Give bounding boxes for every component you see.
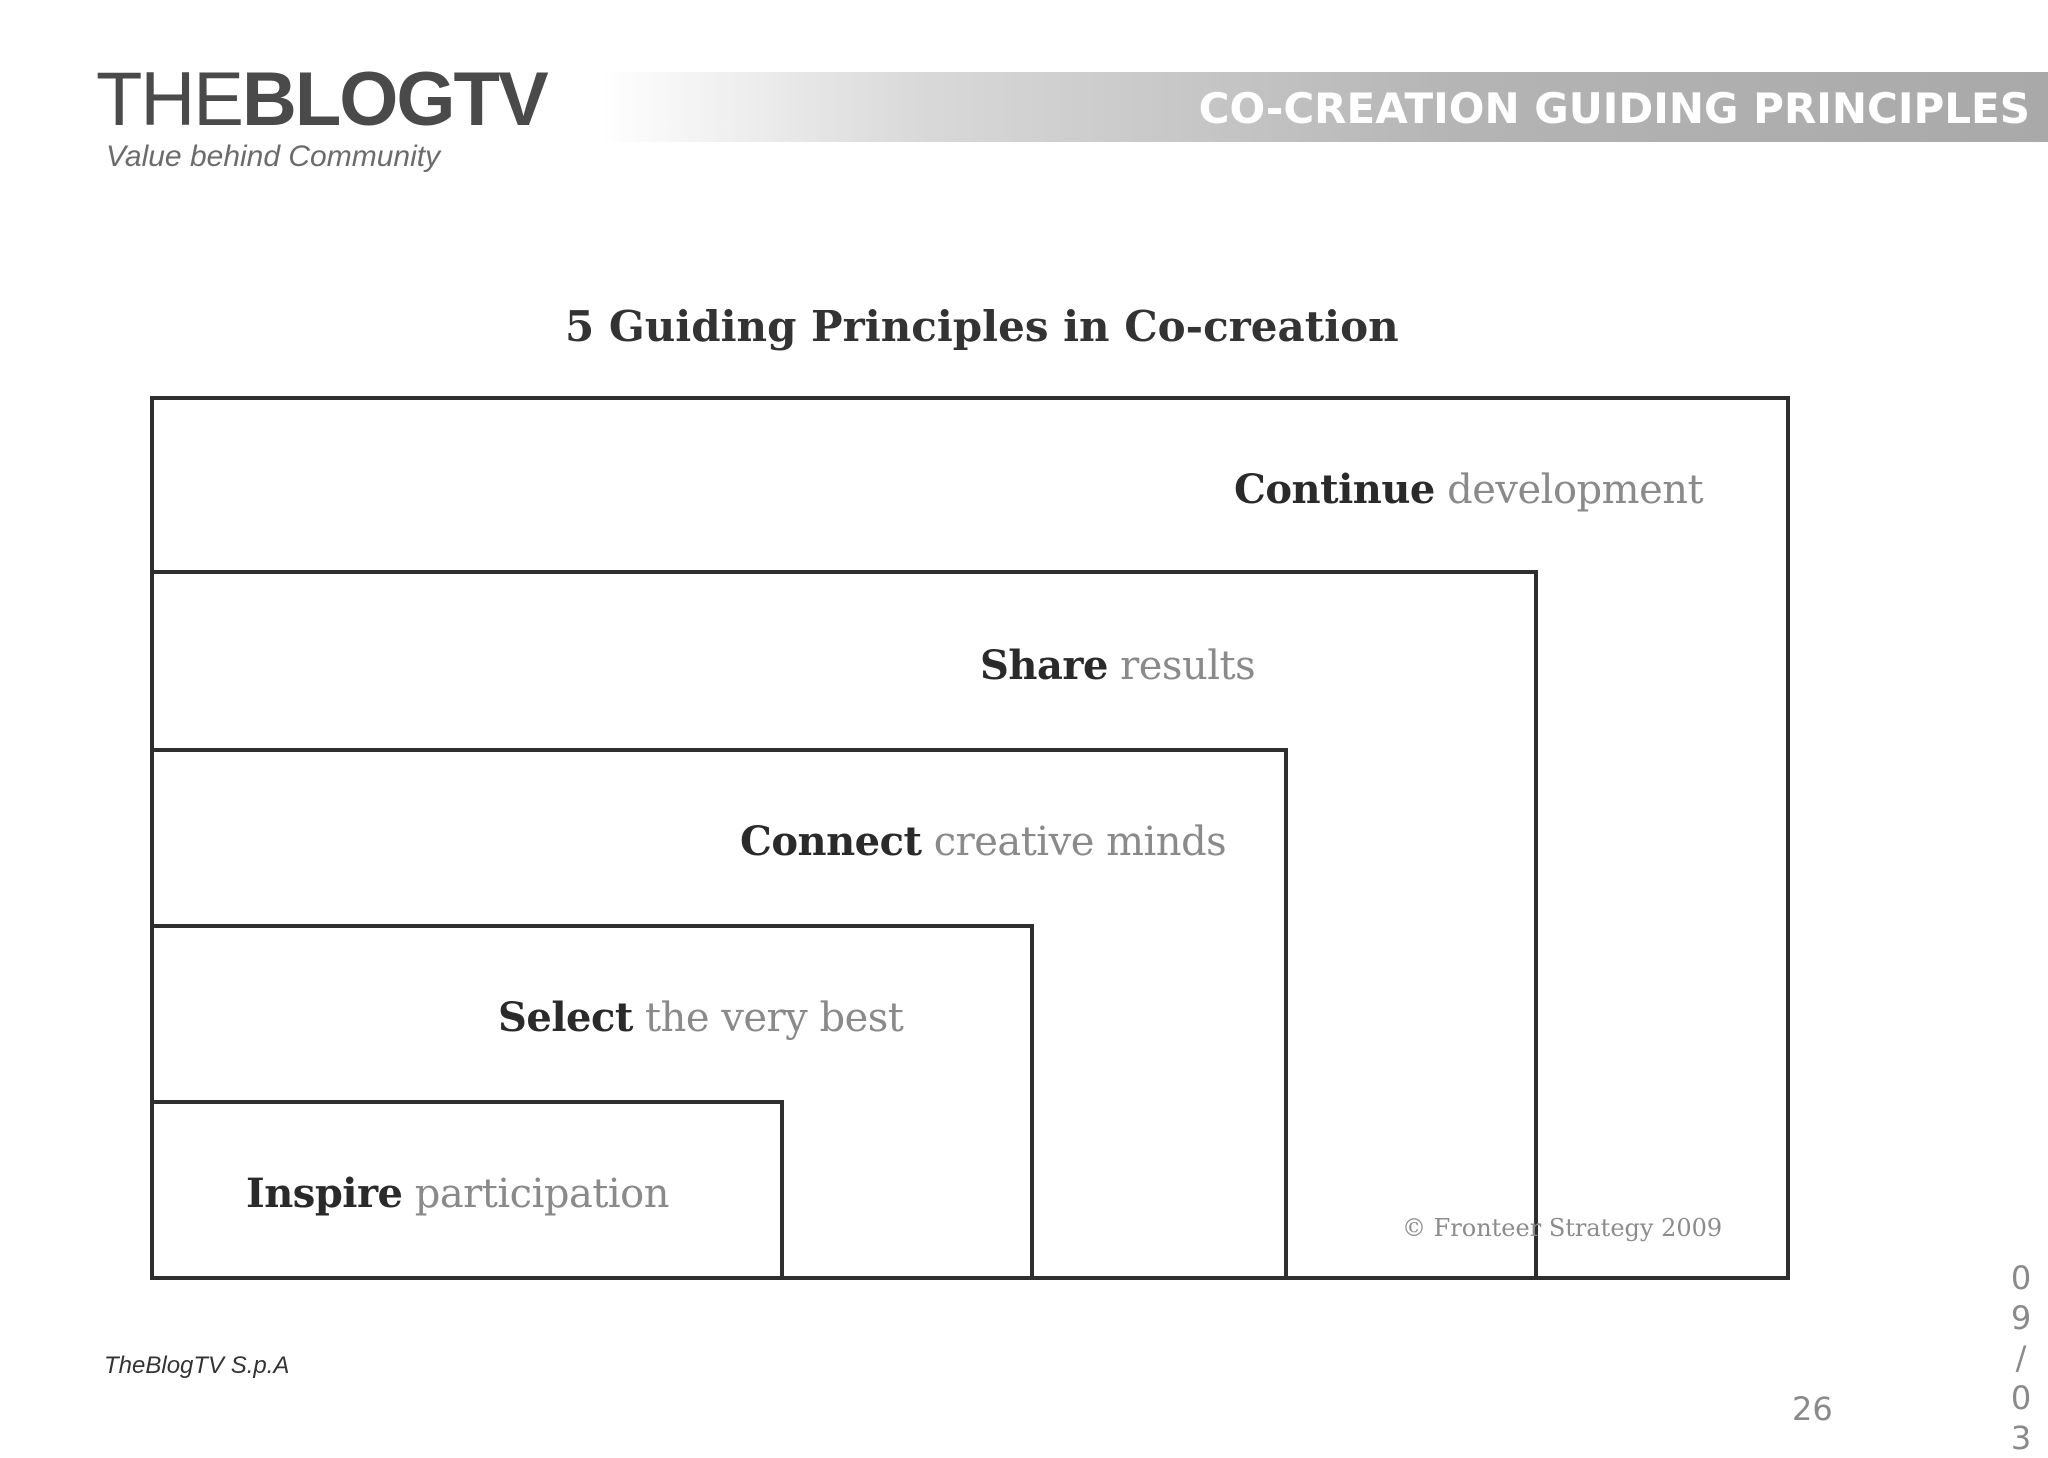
layer-description: the very best xyxy=(645,995,904,1041)
layer-label-share: Share results xyxy=(980,642,1256,689)
logo-tagline: Value behind Community xyxy=(106,140,441,173)
header-band: CO-CREATION GUIDING PRINCIPLES xyxy=(600,72,2048,142)
diagram-title: 5 Guiding Principles in Co-creation xyxy=(565,302,1399,351)
date-char: / xyxy=(2015,1339,2027,1377)
layer-keyword: Inspire xyxy=(246,1170,403,1217)
company-logo: THEBLOGTV Value behind Community xyxy=(96,62,549,174)
date-char: 0 xyxy=(2010,1379,2032,1417)
date-char: 3 xyxy=(2010,1419,2032,1457)
date-char: 9 xyxy=(2010,1299,2032,1337)
logo-wordmark: THEBLOGTV xyxy=(96,62,549,138)
layer-label-connect: Connect creative minds xyxy=(740,818,1227,865)
logo-word-blog: BLOG xyxy=(242,57,456,142)
layer-description: development xyxy=(1447,467,1704,513)
vertical-date: 0 9 / 0 3 xyxy=(2006,1258,2036,1458)
layer-keyword: Select xyxy=(498,994,633,1041)
page-number: 26 xyxy=(1792,1390,1833,1428)
diagram-copyright: © Fronteer Strategy 2009 xyxy=(1402,1214,1723,1242)
footer-company: TheBlogTV S.p.A xyxy=(104,1352,290,1379)
layer-description: creative minds xyxy=(933,819,1227,865)
logo-word-tv: TV xyxy=(453,57,549,142)
layer-keyword: Continue xyxy=(1234,466,1435,513)
layer-label-continue: Continue development xyxy=(1234,466,1704,513)
date-char: 0 xyxy=(2010,1259,2032,1297)
layer-keyword: Connect xyxy=(740,818,922,865)
layer-label-inspire: Inspire participation xyxy=(246,1170,670,1217)
slide-title: CO-CREATION GUIDING PRINCIPLES xyxy=(1198,84,2030,133)
layer-box-inspire xyxy=(150,1100,784,1280)
layer-description: results xyxy=(1120,643,1256,689)
layer-description: participation xyxy=(414,1171,670,1217)
layer-keyword: Share xyxy=(980,642,1108,689)
layer-label-select: Select the very best xyxy=(498,994,904,1041)
logo-word-the: THE xyxy=(96,57,244,142)
